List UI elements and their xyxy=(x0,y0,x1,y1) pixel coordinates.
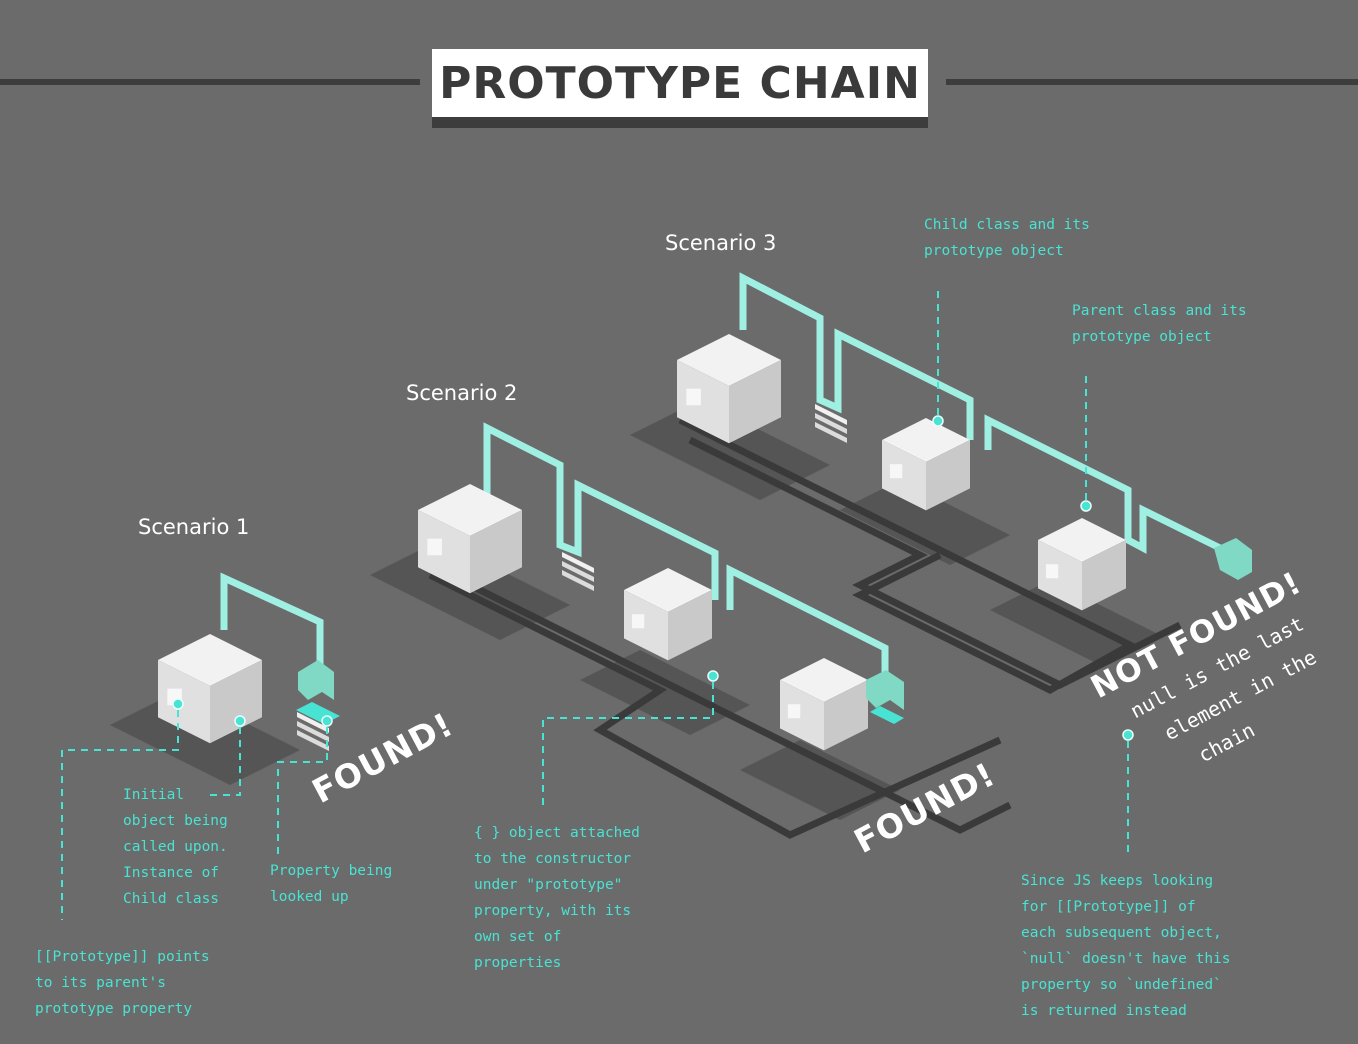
leader-object-attached xyxy=(542,682,714,805)
initial-object-note: Initial object being called upon. Instan… xyxy=(123,787,228,907)
machine-scenario-3-parent-right-face xyxy=(926,440,970,511)
leader-dot-prototype xyxy=(172,698,184,710)
machine-scenario-1-right-face xyxy=(210,660,262,744)
scenario-2-label: Scenario 2 xyxy=(406,381,518,405)
property-lookup-note: Property being looked up xyxy=(270,863,393,905)
machine-scenario-3-grand-right-face xyxy=(1082,540,1126,611)
grabber-claw-scenario-2 xyxy=(866,670,904,710)
page-title: PROTOTYPE CHAIN xyxy=(439,57,921,109)
stack-scenario-1-plate-3 xyxy=(297,730,329,751)
machine-scenario-2-null-left-face xyxy=(780,680,824,751)
machine-scenario-2-null xyxy=(780,658,868,751)
stack-scenario-2-plate-2 xyxy=(562,561,594,582)
grabber-claw-scenario-1 xyxy=(298,660,334,700)
prototype-points-note: [[Prototype]] points to its parent's pro… xyxy=(35,949,210,1017)
stack-scenario-3-plate-3 xyxy=(815,422,847,443)
machine-scenario-3-grand-hatch xyxy=(1045,564,1059,579)
leader-dot-property xyxy=(321,715,333,727)
leader-dot-object-attached xyxy=(707,670,719,682)
title-rule-right xyxy=(946,79,1358,85)
machine-scenario-3-child-right-face xyxy=(729,360,781,444)
shadow-scenario-3-a xyxy=(630,400,830,500)
grabber-claw-scenario-3 xyxy=(1214,538,1252,580)
machine-scenario-3-grand xyxy=(1038,518,1126,611)
machine-scenario-2-parent-right-face xyxy=(668,590,712,661)
leader-dot-initial xyxy=(234,715,246,727)
pipe-scenario-1 xyxy=(220,572,324,668)
machine-scenario-3-parent xyxy=(882,418,970,511)
shadow-scenario-2-c xyxy=(740,740,900,820)
machine-scenario-2-null-hatch xyxy=(787,704,801,719)
machine-scenario-3-child xyxy=(677,334,781,444)
machine-scenario-3-parent-left-face xyxy=(882,440,926,511)
child-class-note: Child class and its prototype object xyxy=(924,217,1090,259)
leader-dot-parent-class xyxy=(1080,500,1092,512)
machine-scenario-3-child-left-face xyxy=(677,360,729,444)
machine-scenario-1-left-face xyxy=(158,660,210,744)
stack-scenario-1-plate-2 xyxy=(297,721,329,742)
pipe-scenario-2-a xyxy=(483,422,719,600)
stack-scenario-2-plate-3 xyxy=(562,570,594,591)
annotation-leaders xyxy=(61,288,1134,920)
leader-property xyxy=(277,727,328,855)
leader-initial xyxy=(208,727,241,796)
track-scenario-2-outer xyxy=(418,556,1012,834)
pipe-scenario-3-b xyxy=(984,414,1230,556)
track-scenario-3-inner xyxy=(688,436,1182,689)
found-property-scenario-1 xyxy=(296,702,340,724)
parent-class-note: Parent class and its prototype object xyxy=(1072,303,1247,345)
machine-scenario-2-parent xyxy=(624,568,712,661)
chain-tracks xyxy=(418,416,1182,839)
machine-scenario-2-null-right-face xyxy=(824,680,868,751)
stack-scenario-3 xyxy=(815,404,847,443)
title-rule-left xyxy=(0,79,420,85)
machine-scenario-2-child-hatch xyxy=(427,538,442,556)
leader-dot-child-class xyxy=(932,415,944,427)
object-attached-note: { } object attached to the constructor u… xyxy=(474,825,640,971)
machine-scenario-2-child-right-face xyxy=(470,510,522,594)
stack-scenario-3-plate-2 xyxy=(815,413,847,434)
machine-scenario-2-child-left-face xyxy=(418,510,470,594)
machine-scenario-3-child-hatch xyxy=(686,388,701,406)
shadow-scenario-3-c xyxy=(990,580,1160,665)
pipe-scenario-3-a xyxy=(739,272,974,440)
leader-prototype xyxy=(61,710,179,920)
pipe-scenario-2-b xyxy=(726,564,889,680)
shadow-scenario-3-b xyxy=(840,480,1010,565)
stack-scenario-3-plate-1 xyxy=(815,404,847,425)
machine-scenario-3-grand-left-face xyxy=(1038,540,1082,611)
machine-scenario-2-parent-hatch xyxy=(631,614,645,629)
title-box: PROTOTYPE CHAIN xyxy=(432,49,928,117)
found-property-scenario-2 xyxy=(870,706,904,724)
leader-dot-since-js xyxy=(1122,729,1134,741)
machine-scenario-1 xyxy=(158,634,262,744)
machine-scenario-2-child xyxy=(418,484,522,594)
scenario-1-label: Scenario 1 xyxy=(138,515,250,539)
object-machines xyxy=(158,334,1252,751)
stack-scenario-2 xyxy=(562,552,594,591)
track-scenario-2-inner xyxy=(428,571,1002,839)
scenario-3-label: Scenario 3 xyxy=(665,231,777,255)
stack-scenario-2-plate-1 xyxy=(562,552,594,573)
stack-scenario-1 xyxy=(297,712,329,751)
link-pipes xyxy=(220,272,1230,680)
stack-scenario-1-plate-1 xyxy=(297,712,329,733)
machine-scenario-3-parent-hatch xyxy=(889,464,903,479)
since-js-note: Since JS keeps looking for [[Prototype]]… xyxy=(1021,873,1231,1019)
machine-scenario-2-parent-left-face xyxy=(624,590,668,661)
